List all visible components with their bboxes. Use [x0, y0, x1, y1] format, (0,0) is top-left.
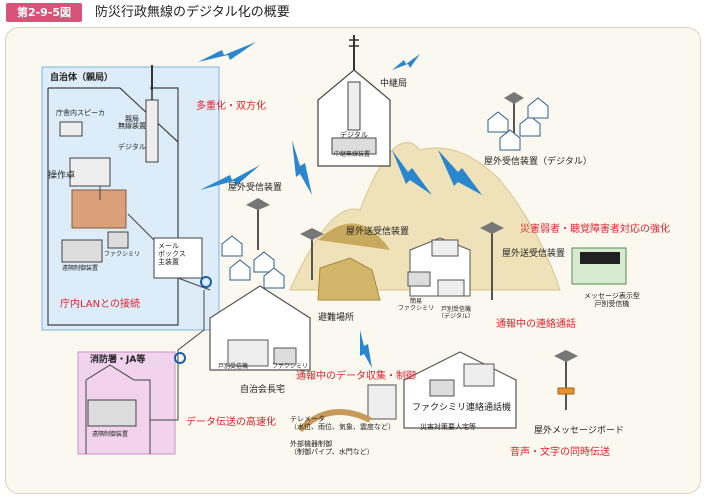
mailbox-label: メール ボックス 主装置	[158, 242, 186, 267]
municipality-panel	[41, 66, 220, 331]
outdoor-transceiver-right-label: 屋外送受信装置	[502, 249, 566, 259]
relay-device-label: 中継無線装置	[334, 151, 371, 158]
office-speaker-label: 庁舎内スピーカ	[56, 109, 105, 117]
fire-remote-control-label: 遠隔制御装置	[92, 431, 129, 438]
fax-comm-device-label: ファクシミリ連絡通話機	[412, 403, 512, 413]
multiplex-label: 多重化・双方化	[196, 101, 266, 112]
individual-receiver-label: 戸別受信機	[218, 363, 249, 370]
outdoor-receiver-left	[221, 198, 285, 289]
relay-title: 中継局	[380, 79, 408, 89]
fire-dept-title: 消防署・JA等	[90, 355, 146, 365]
relay-digital-label: デジタル	[340, 131, 368, 139]
call-comm-label: 通報中の連絡通話	[496, 319, 576, 330]
lan-connection-label: 庁内LANとの接続	[60, 299, 141, 310]
parent-radio-label: 親局 無線装置	[118, 115, 146, 130]
telemeter-label: テレメータ （水位、雨位、気象、震度など）	[290, 415, 395, 432]
disaster-resident-label: 災害対策要人宅等	[420, 423, 476, 431]
outdoor-receiver-left-label: 屋外受信装置	[228, 183, 283, 193]
disaster-vulnerable-label: 災害弱者・聴覚障害者対応の強化	[520, 224, 670, 235]
external-control-label: 外部機器制御 （制御パイプ、水門など）	[290, 440, 374, 457]
simultaneous-label: 音声・文字の同時伝送	[510, 447, 610, 458]
resident-house	[403, 351, 517, 429]
outdoor-receiver-digital-label: 屋外受信装置（デジタル）	[484, 157, 592, 167]
data-speed-label: データ伝送の高速化	[186, 417, 276, 428]
simple-fax-label: 簡易 ファクシミリ	[398, 298, 435, 313]
message-board-label: 屋外メッセージボード	[534, 426, 624, 436]
individual-receiver-digital-label: 戸別受信機 （デジタル）	[438, 306, 474, 321]
data-collection-label: 通報中のデータ収集・制御	[296, 371, 416, 382]
remote-control-label: 遠隔制御装置	[62, 265, 99, 272]
outdoor-transceiver-mid-label: 屋外送受信装置	[346, 227, 410, 237]
municipality-fax-label: ファクシミリ	[104, 251, 141, 258]
municipality-title: 自治体（親局）	[50, 73, 114, 83]
figure-title: 防災行政無線のデジタル化の概要	[95, 5, 290, 20]
figure-number: 第2-9-5図	[6, 3, 82, 22]
radio-waves	[198, 42, 482, 368]
chairman-house-label: 自治会長宅	[240, 385, 286, 395]
shelter-label: 避難場所	[318, 313, 355, 323]
municipality-digital-label: デジタル	[118, 143, 146, 151]
console-label: 操作卓	[48, 171, 76, 181]
municipality-building	[47, 87, 179, 326]
outdoor-receiver-digital	[487, 92, 549, 151]
message-display-label: メッセージ表示型 戸別受信機	[584, 292, 640, 309]
chairman-fax-label: ファクシミリ	[272, 363, 309, 370]
